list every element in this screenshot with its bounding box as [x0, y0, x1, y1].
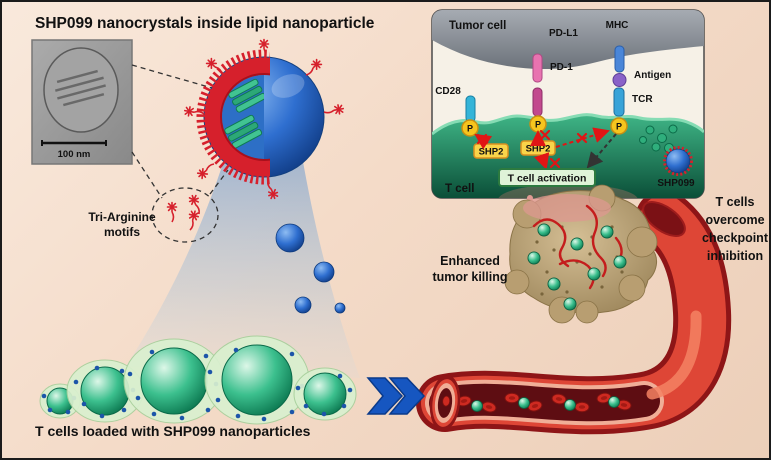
antigen-label: Antigen	[634, 70, 671, 81]
pd1-label: PD-1	[550, 62, 573, 73]
receptor-clusters	[639, 124, 678, 153]
t-cell-activation: T cell activation	[498, 168, 596, 187]
shp2-badge: SHP2	[526, 144, 551, 155]
shp099-label: SHP099	[657, 178, 695, 189]
cd28-label: CD28	[435, 86, 461, 97]
shp099-nanoparticle-icon: SHP099	[657, 146, 695, 189]
shp2-badge: SHP2	[479, 147, 504, 158]
mhc-receptor: MHC	[606, 20, 629, 73]
tri-arginine-label-line2: motifs	[104, 225, 140, 239]
tumor-cell-label: Tumor cell	[449, 20, 506, 32]
right-caption-line-4: inhibition	[707, 249, 763, 263]
pdl1-label: PD-L1	[549, 28, 578, 39]
t-cell-label: T cell	[445, 183, 474, 195]
vessel-end-cap	[642, 201, 686, 237]
figure-title: SHP099 nanocrystals inside lipid nanopar…	[35, 15, 375, 32]
liposome-outline	[43, 47, 119, 133]
phospho-badge: P	[467, 124, 473, 134]
enhanced-label-line1: Enhanced	[440, 254, 500, 268]
enhanced-label-line2: tumor killing	[433, 270, 508, 284]
tem-micrograph-inset: 100 nm	[31, 39, 133, 165]
mhc-label: MHC	[606, 20, 629, 31]
phospho-badge: P	[616, 122, 622, 132]
loaded-t-cell	[204, 335, 310, 425]
inhibition-marks	[474, 127, 617, 170]
tumor-lumps	[504, 184, 658, 324]
nanoparticle-cutaway	[222, 75, 264, 159]
lipid-corona	[196, 49, 270, 185]
antigen: Antigen	[612, 70, 671, 87]
tumor-mass	[504, 184, 658, 324]
phospho-badge: P	[535, 120, 541, 130]
tcr-label: TCR	[632, 94, 653, 105]
right-caption-line-1: T cells	[716, 195, 755, 209]
lipid-nanoparticle	[183, 38, 345, 201]
tri-arginine-label-line1: Tri-Arginine	[88, 210, 156, 224]
vessel-opening	[429, 375, 461, 431]
released-nanoparticles	[275, 223, 346, 314]
dashed-connectors	[131, 64, 229, 243]
bottom-caption: T cells loaded with SHP099 nanoparticles	[35, 423, 311, 439]
scale-bar-label: 100 nm	[58, 149, 91, 160]
tumor-pink-cap	[523, 194, 611, 222]
pdl1-receptor: PD-L1	[532, 28, 578, 83]
tri-arginine-motifs: Tri-Arginine motifs	[88, 193, 205, 239]
loaded-t-cell	[123, 338, 225, 424]
delivery-beam	[126, 154, 360, 378]
blood-vessel	[416, 190, 732, 435]
nanocrystal-striations	[54, 69, 106, 107]
loaded-t-cell	[293, 367, 357, 421]
cd28-receptor: CD28	[435, 86, 476, 123]
right-caption-line-3: checkpoint	[702, 231, 769, 245]
mechanism-inset-panel: Tumor cell T cell CD28 PD-L1 PD-1 MHC An…	[431, 9, 705, 199]
scale-bar: 100 nm	[41, 140, 107, 160]
tcr-receptor: TCR	[613, 87, 653, 117]
t-cell-cluster	[39, 335, 357, 425]
tumor-vasculature	[532, 204, 623, 290]
right-caption-line-2: overcome	[705, 213, 764, 227]
activation-label: T cell activation	[508, 173, 587, 185]
tumor-cell-membrane	[432, 10, 704, 70]
flow-arrow	[366, 377, 426, 415]
